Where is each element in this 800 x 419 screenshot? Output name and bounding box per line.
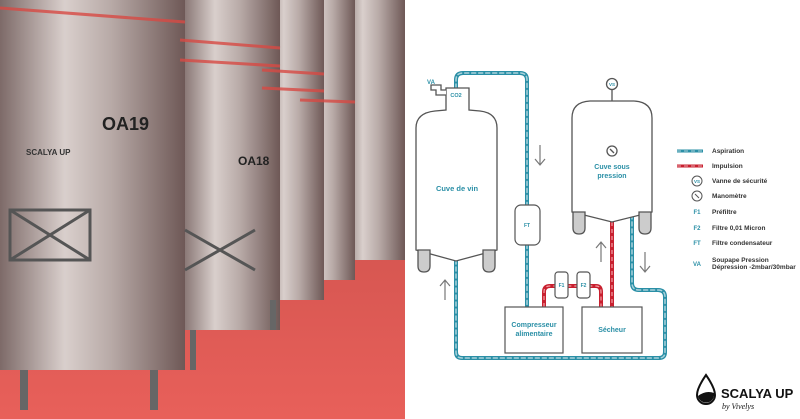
logo-tagline: by Vivelys <box>722 402 754 411</box>
tank-label-oa18: OA18 <box>238 154 270 168</box>
f2-filter <box>576 271 591 299</box>
legend-va-2: Dépression -2mbar/30mbar <box>712 264 796 271</box>
legend-key-f2: F2 <box>693 226 701 232</box>
legend-f1: Préfiltre <box>712 209 737 216</box>
pressure-tank <box>571 77 653 235</box>
arrow-up-icon <box>595 241 607 262</box>
legend-key-ft: FT <box>693 241 701 247</box>
ft-tag: FT <box>524 223 530 229</box>
f1-filter <box>554 271 569 299</box>
impulsion-pipes <box>542 222 614 307</box>
va-tag: VA <box>427 80 436 86</box>
legend-ft: Filtre condensateur <box>712 240 773 247</box>
winery-tank-photo: OA19 OA18 SCALYA UP <box>0 0 405 419</box>
legend-aspiration: Aspiration <box>712 148 744 155</box>
legend-impulsion: Impulsion <box>712 163 743 170</box>
logo-name: SCALYA UP <box>721 386 794 401</box>
dryer-box <box>581 306 643 354</box>
arrow-down-icon <box>534 145 546 166</box>
arrow-up-icon <box>439 279 451 300</box>
safety-valve-icon <box>605 77 619 91</box>
compressor-label-1: Compresseur <box>511 322 556 329</box>
arrow-down-icon <box>639 252 651 273</box>
tank-brand: SCALYA UP <box>26 148 71 157</box>
compressor-label-2: alimentaire <box>516 331 553 338</box>
legend-key-va: VA <box>693 262 702 268</box>
ft-filter <box>514 204 541 246</box>
legend: VS F1 F2 FT VA Aspiration Impulsion Vann… <box>677 148 796 271</box>
pressure-tank-label-1: Cuve sous <box>594 164 630 171</box>
legend-vs: Vanne de sécurité <box>712 178 768 185</box>
f1-tag: F1 <box>559 283 565 289</box>
legend-f2: Filtre 0,01 Micron <box>712 225 765 232</box>
co2-tag: CO2 <box>450 93 461 99</box>
aspiration-pipes <box>454 71 667 360</box>
f2-tag: F2 <box>581 283 587 289</box>
scalya-up-logo: SCALYA UP by Vivelys <box>695 373 794 411</box>
vs-tag: VS <box>609 82 615 87</box>
legend-va-1: Soupape Pression <box>712 257 769 264</box>
legend-key-f1: F1 <box>693 210 701 216</box>
compressor-box <box>504 306 564 354</box>
dryer-label: Sécheur <box>598 327 626 334</box>
legend-key-vs: VS <box>694 179 700 184</box>
legend-manometer: Manomètre <box>712 193 747 200</box>
wine-tank <box>415 84 498 273</box>
tank-label-oa19: OA19 <box>102 114 149 134</box>
pressure-tank-label-2: pression <box>597 173 626 180</box>
safety-valve-icon <box>691 175 703 187</box>
flow-arrows <box>439 145 651 300</box>
wine-tank-label: Cuve de vin <box>436 184 479 193</box>
